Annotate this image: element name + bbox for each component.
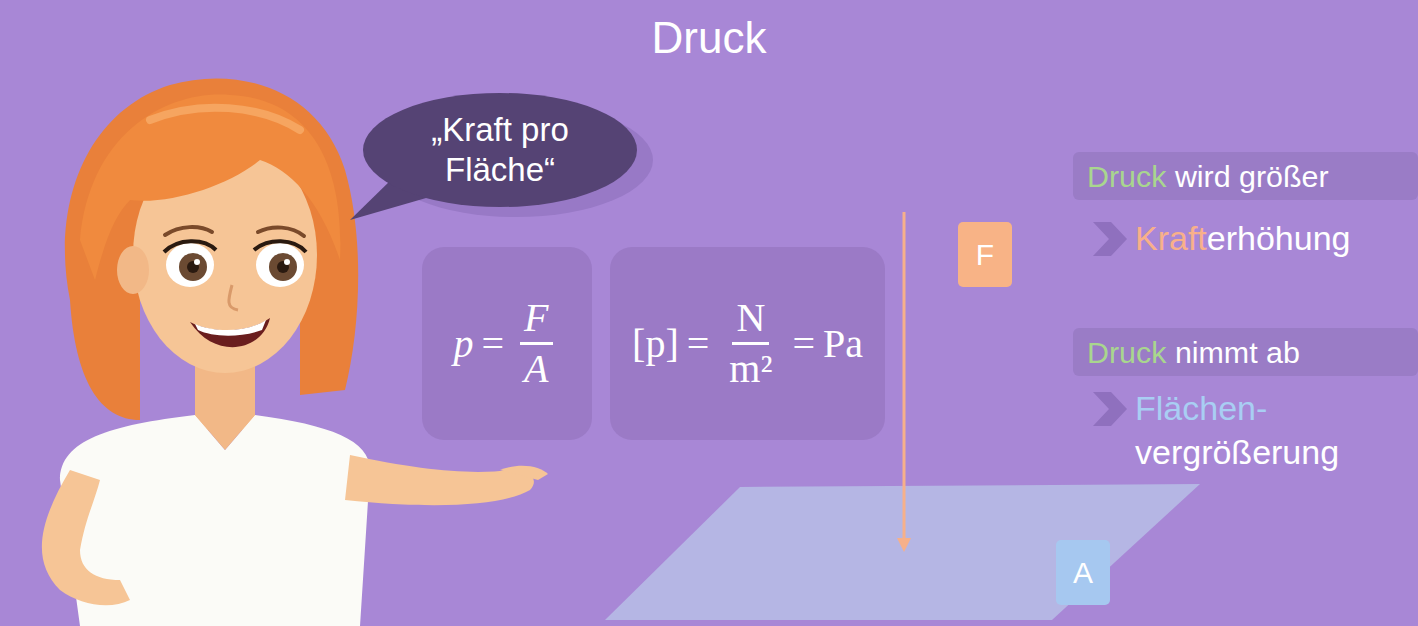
title: Druck — [0, 10, 1418, 66]
bubble-text: „Kraft pro Fläche“ — [395, 110, 605, 190]
equals-sign: = — [792, 320, 815, 367]
symbol-letter: A — [1073, 556, 1093, 590]
list-text: Flächen- — [1135, 386, 1339, 430]
heading-band: Druck wird größer — [1073, 152, 1418, 200]
chevron-icon — [1093, 392, 1127, 426]
heading-band: Druck nimmt ab — [1073, 328, 1418, 376]
chevron-icon — [1093, 222, 1127, 256]
variable: p — [454, 320, 474, 367]
symbol-letter: F — [976, 238, 994, 272]
equals-sign: = — [482, 320, 505, 367]
speech-bubble: „Kraft pro Fläche“ — [363, 93, 637, 207]
fraction: Nm² — [725, 296, 776, 391]
formula-box: p= FA — [422, 247, 592, 440]
band-text: nimmt ab — [1175, 335, 1300, 370]
bubble-shape — [363, 93, 637, 207]
force-arrowhead — [897, 538, 911, 552]
formula-box: [p]=Nm²=Pa — [610, 247, 885, 440]
symbol-box: A — [1056, 540, 1110, 605]
list-text: erhöhung — [1207, 219, 1351, 258]
fraction: FA — [520, 296, 552, 391]
highlight-word: Druck — [1087, 335, 1166, 370]
numerator: N — [732, 296, 769, 345]
list-item: Krafterhöhung — [1135, 219, 1351, 258]
force-arrow — [903, 212, 906, 538]
list-item: Flächen-vergrößerung — [1135, 386, 1339, 474]
denominator: A — [520, 345, 552, 391]
equals-sign: = — [687, 320, 710, 367]
unit: Pa — [823, 320, 863, 367]
list-text: vergrößerung — [1135, 430, 1339, 474]
symbol-box: F — [958, 222, 1012, 287]
highlight-word: Druck — [1087, 159, 1166, 194]
numerator: F — [520, 296, 552, 345]
list-text: Kraft — [1135, 219, 1207, 258]
band-text: wird größer — [1175, 159, 1329, 194]
unit-bracket: [p] — [632, 320, 679, 367]
denominator: m² — [725, 345, 776, 391]
